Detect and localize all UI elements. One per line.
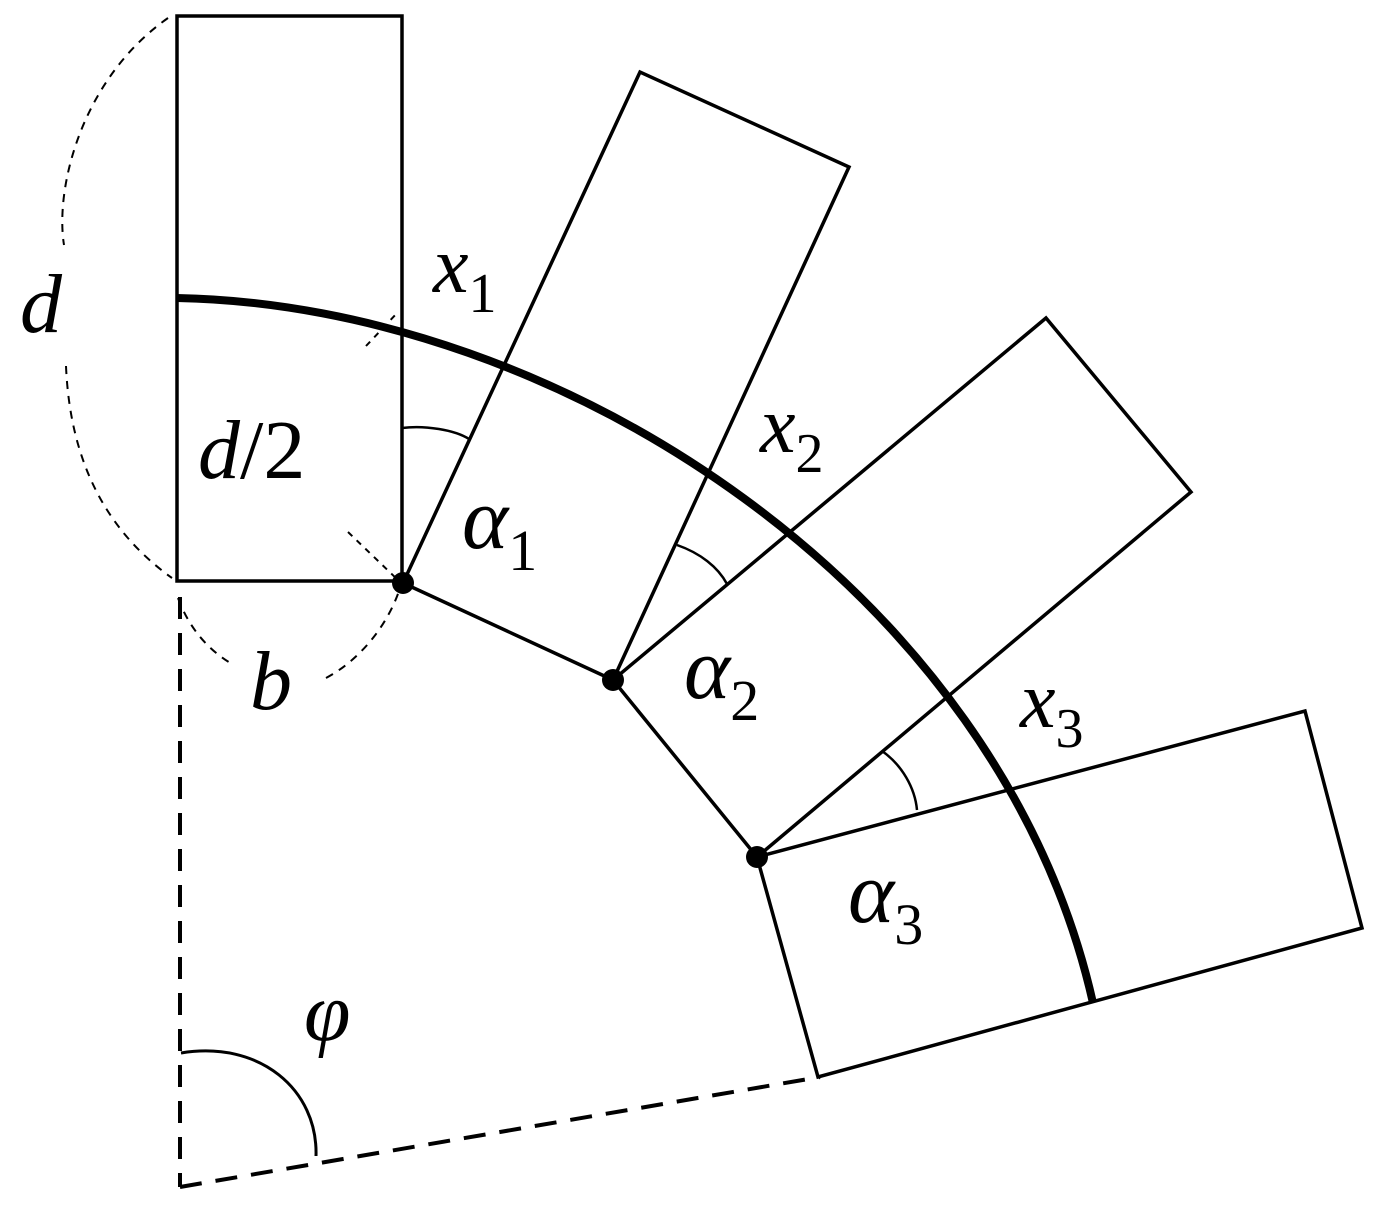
label-x3: x3: [1019, 657, 1084, 760]
label-d: d: [20, 258, 63, 351]
label-alpha1: α1: [462, 471, 537, 583]
block-3: [610, 315, 1194, 860]
label-x1: x1: [432, 222, 497, 325]
label-alpha2: α2: [684, 621, 759, 733]
alpha1-angle-arc: [401, 425, 470, 441]
d-dimension-dashed-arc: [61, 17, 173, 579]
alpha2-angle-arc: [676, 543, 729, 585]
phi-lower-dashed-line: [179, 1075, 821, 1189]
block-4: [754, 708, 1365, 1080]
pivot-point-2: [602, 669, 624, 691]
label-alpha3: α3: [848, 845, 923, 957]
label-d-half: d/2: [198, 404, 305, 497]
half-diagonal-dashed-line: [347, 311, 401, 583]
phi-angle-arc: [180, 1049, 318, 1157]
block-2: [400, 69, 852, 683]
pivot-point-1: [392, 572, 414, 594]
center-arc: [176, 294, 1097, 1004]
label-b: b: [250, 635, 292, 728]
alpha3-angle-arc: [881, 749, 919, 811]
pivot-point-3: [746, 846, 768, 868]
label-phi: φ: [304, 966, 350, 1059]
b-dimension-dashed-arc: [177, 587, 401, 679]
label-x2: x2: [759, 382, 824, 485]
